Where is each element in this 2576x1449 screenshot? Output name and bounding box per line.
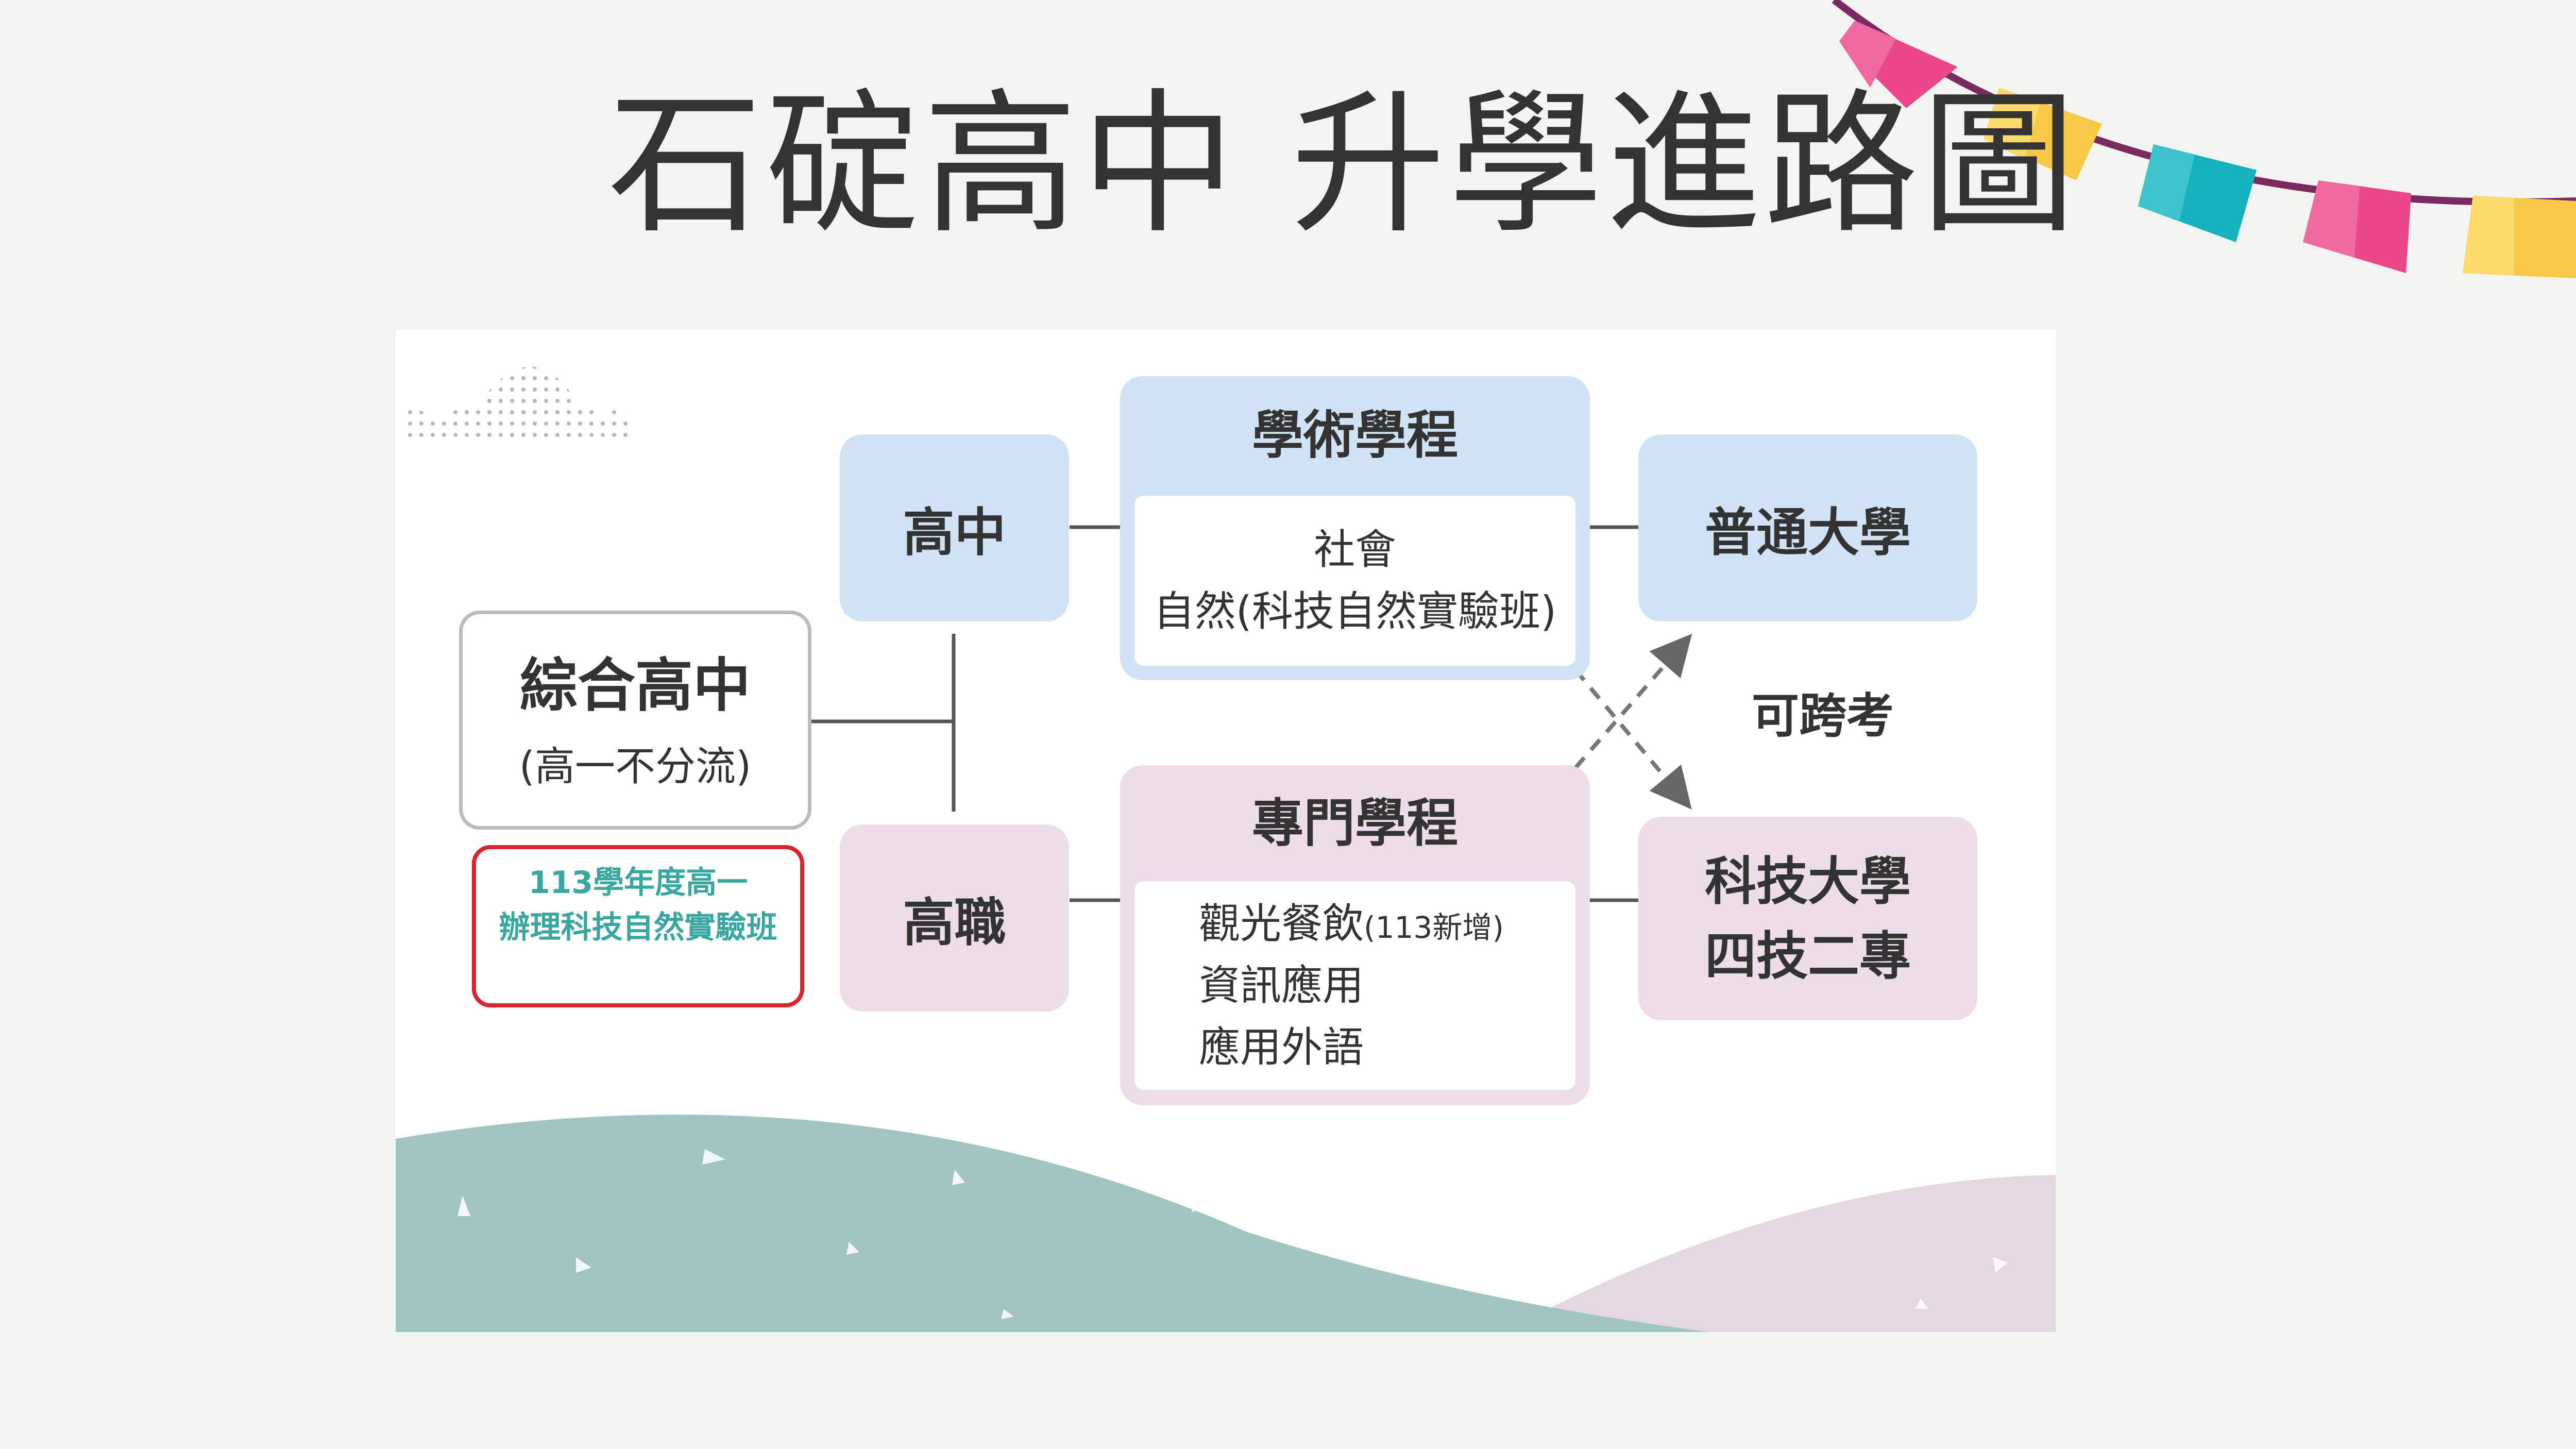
special-class-box: 113學年度高一 辦理科技自然實驗班 — [472, 845, 804, 1007]
general-university-box: 普通大學 — [1638, 434, 1977, 621]
dotted-cloud — [401, 366, 633, 443]
hill-pink — [1503, 1175, 2056, 1332]
academic-program-title: 學術學程 — [1252, 405, 1458, 465]
special-class-line2: 辦理科技自然實驗班 — [499, 909, 777, 946]
page-title: 石碇高中 升學進路圖 — [608, 75, 2079, 255]
professional-program-items: 觀光餐飲(113新增) 資訊應用 應用外語 — [1134, 881, 1575, 1090]
diagram-card: 綜合高中 (高一不分流) 113學年度高一 辦理科技自然實驗班 高中 高職 學術… — [396, 330, 2056, 1332]
tech-university-box: 科技大學 四技二專 — [1638, 817, 1977, 1020]
new-note: (113新增) — [1364, 909, 1504, 945]
card-decorations — [396, 366, 2056, 1332]
academic-program-items: 社會 自然(科技自然實驗班) — [1134, 496, 1575, 666]
vocational-box: 高職 — [840, 824, 1069, 1012]
professional-item-info: 資訊應用 — [1199, 961, 1364, 1009]
comprehensive-high-school-box: 綜合高中 (高一不分流) — [459, 611, 811, 830]
cross-arrows — [1573, 633, 1692, 810]
cross-exam-note: 可跨考 — [1751, 688, 1894, 744]
tech-university-line2: 四技二專 — [1705, 925, 1911, 986]
hill-sparkles — [457, 1149, 2008, 1319]
comprehensive-name: 綜合高中 — [520, 652, 751, 719]
academic-item-social: 社會 — [1314, 526, 1396, 574]
professional-program-title: 專門學程 — [1252, 793, 1458, 853]
tech-university-line1: 科技大學 — [1705, 851, 1911, 912]
high-school-box: 高中 — [840, 434, 1069, 621]
professional-item-tourism: 觀光餐飲(113新增) — [1199, 899, 1504, 948]
hill-teal — [396, 1115, 1709, 1332]
comprehensive-note: (高一不分流) — [519, 744, 752, 790]
connector-lines — [806, 525, 1638, 902]
professional-item-language: 應用外語 — [1199, 1023, 1364, 1071]
special-class-line1: 113學年度高一 — [528, 865, 748, 901]
academic-program-box: 學術學程 社會 自然(科技自然實驗班) — [1120, 376, 1590, 680]
academic-item-science: 自然(科技自然實驗班) — [1153, 587, 1557, 635]
professional-program-box: 專門學程 觀光餐飲(113新增) 資訊應用 應用外語 — [1120, 765, 1590, 1105]
